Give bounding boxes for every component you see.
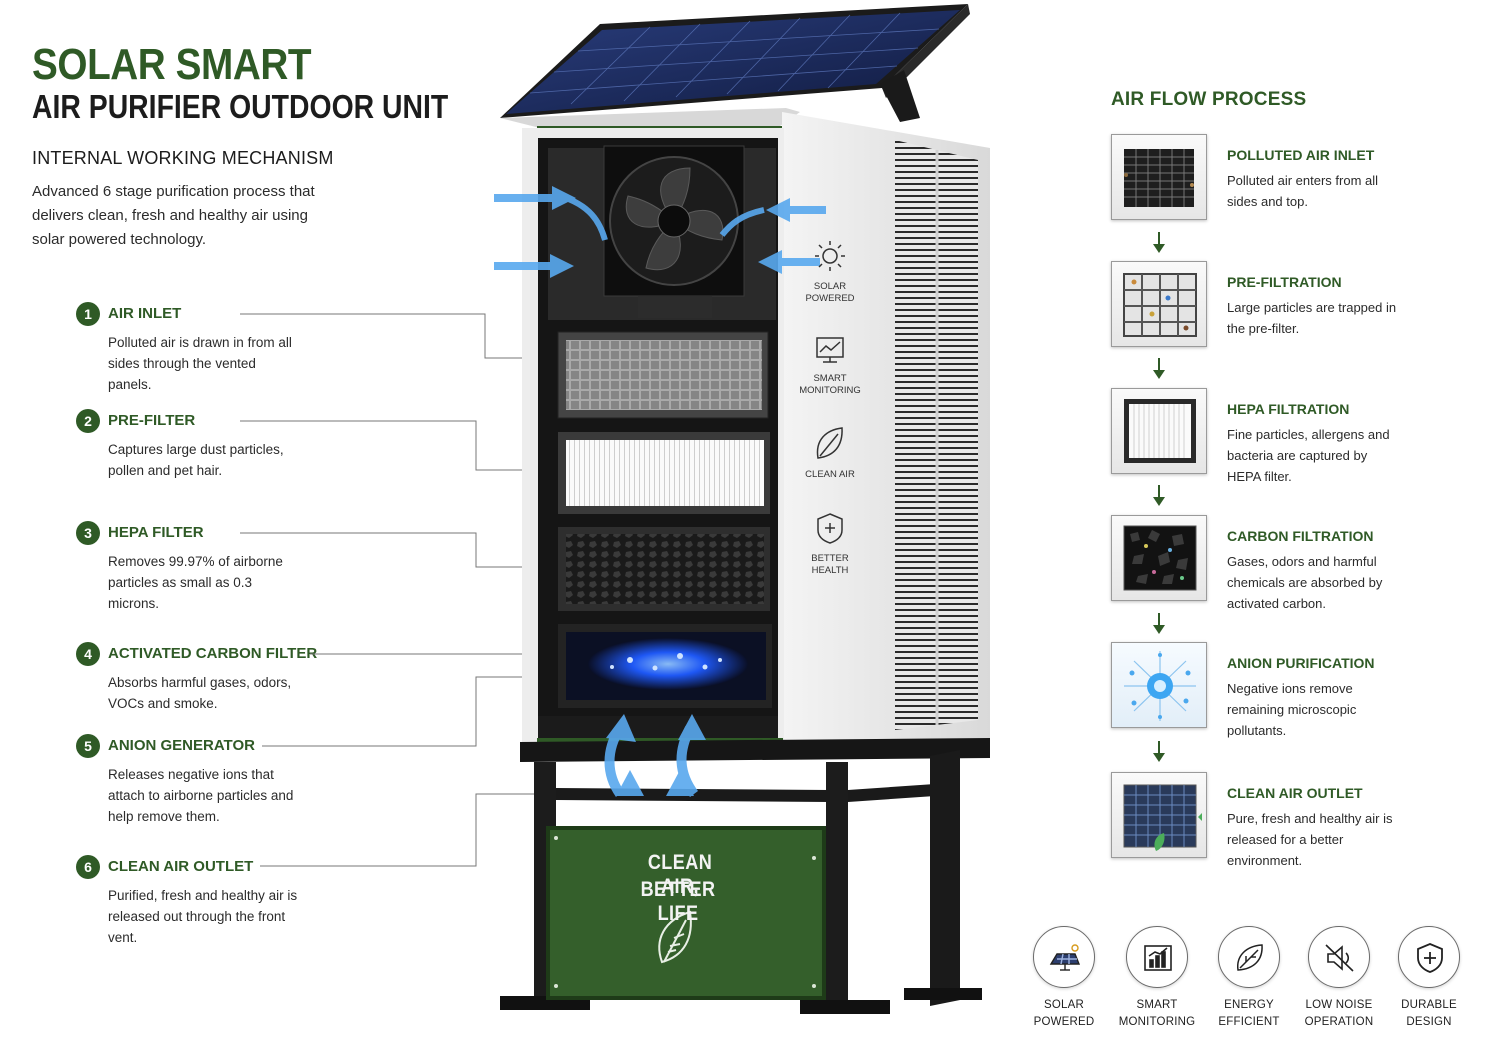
- stage-title: ACTIVATED CARBON FILTER: [108, 645, 318, 662]
- leader-line-outlet: [260, 793, 545, 867]
- flow-step-title: ANION PURIFICATION: [1227, 655, 1375, 671]
- airflow-arrows: [494, 186, 826, 797]
- feature-label-line-2: MONITORING: [1118, 1016, 1196, 1028]
- sun-icon: [815, 241, 845, 271]
- stage-description: Releases negative ions that attach to ai…: [108, 767, 294, 824]
- flow-step-pre-filtration: PRE-FILTRATION Large particles are trapp…: [1111, 261, 1411, 347]
- flow-down-arrow: [1153, 741, 1165, 762]
- hepa-filter-module: [558, 432, 770, 514]
- flow-step-description: Polluted air enters from all sides and t…: [1227, 173, 1379, 209]
- stage-number: 3: [76, 521, 100, 545]
- stage-title: ANION GENERATOR: [108, 737, 255, 754]
- feature-label-line-1: SOLAR: [1044, 999, 1084, 1011]
- stage-description: Purified, fresh and healthy air is relea…: [108, 888, 298, 945]
- hepa-pleats-thumbnail: [1111, 388, 1207, 474]
- stage-description: Absorbs harmful gases, odors, VOCs and s…: [108, 675, 292, 711]
- clean-outlet-thumbnail: [1111, 772, 1207, 858]
- stage-number: 2: [76, 409, 100, 433]
- page-title: SOLAR SMART: [32, 40, 312, 89]
- page-subtitle: AIR PURIFIER OUTDOOR UNIT: [32, 88, 449, 125]
- flow-step-title: CLEAN AIR OUTLET: [1227, 785, 1363, 801]
- sign-leaf-icon: [658, 910, 692, 964]
- stage-number: 1: [76, 302, 100, 326]
- solar-panel-icon: [1033, 926, 1095, 988]
- flow-heading: AIR FLOW PROCESS: [1111, 89, 1307, 110]
- feature-label-line-1: ENERGY: [1224, 999, 1274, 1011]
- flow-step-title: POLLUTED AIR INLET: [1227, 147, 1375, 163]
- feature-label-line-2: POWERED: [1033, 1016, 1095, 1028]
- leaf-icon: [816, 427, 843, 459]
- feature-label-line-1: LOW NOISE: [1305, 999, 1373, 1011]
- inlet-grille-thumbnail: [1111, 134, 1207, 220]
- stage-number: 5: [76, 734, 100, 758]
- stage-title: AIR INLET: [108, 305, 182, 322]
- mechanism-heading: INTERNAL WORKING MECHANISM: [32, 148, 334, 168]
- feature-label-line-1: SMART: [1136, 999, 1178, 1011]
- sign-line-1: CLEAN AIR,: [647, 851, 713, 898]
- shield-plus-icon: [1398, 926, 1460, 988]
- feature-label-line-2: EFFICIENT: [1218, 1016, 1280, 1028]
- leaf-icon: [1218, 926, 1280, 988]
- anion-generator-module: [558, 624, 772, 708]
- flow-step-description: Pure, fresh and healthy air is released …: [1227, 811, 1393, 868]
- flow-step-description: Fine particles, allergens and bacteria a…: [1227, 427, 1390, 484]
- flow-down-arrow: [1153, 358, 1165, 379]
- stage-title: PRE-FILTER: [108, 412, 196, 429]
- monitor-icon: [816, 337, 844, 363]
- flow-down-arrow: [1153, 485, 1165, 506]
- flow-step-title: CARBON FILTRATION: [1227, 528, 1374, 544]
- feature-label-line-2: OPERATION: [1304, 1016, 1374, 1028]
- stage-description: Removes 99.97% of airborne particles as …: [108, 554, 283, 611]
- flow-step-inlet: POLLUTED AIR INLET Polluted air enters f…: [1111, 134, 1411, 220]
- flow-step-title: PRE-FILTRATION: [1227, 274, 1342, 290]
- stage-title: HEPA FILTER: [108, 524, 204, 541]
- unit-side-panel: [782, 112, 990, 754]
- flow-step-anion: ANION PURIFICATION Negative ions remove …: [1111, 642, 1411, 738]
- flow-step-carbon: CARBON FILTRATION Gases, odors and harmf…: [1111, 515, 1411, 611]
- intro-text: Advanced 6 stage purification process th…: [32, 183, 315, 248]
- flow-step-title: HEPA FILTRATION: [1227, 401, 1350, 417]
- flow-step-description: Negative ions remove remaining microscop…: [1227, 681, 1357, 738]
- side-label-clean-air: CLEAN AIR: [805, 469, 855, 480]
- solar-panel: [500, 4, 970, 122]
- stage-description: Polluted air is drawn in from all sides …: [108, 335, 292, 392]
- feature-label-line-2: DESIGN: [1406, 1016, 1452, 1028]
- stage-title: CLEAN AIR OUTLET: [108, 858, 254, 875]
- bar-chart-icon: [1126, 926, 1188, 988]
- stage-number: 4: [76, 642, 100, 666]
- flow-down-arrow: [1153, 613, 1165, 634]
- stage-description: Captures large dust particles, pollen an…: [108, 442, 284, 478]
- shield-icon: [817, 513, 843, 544]
- flow-step-description: Gases, odors and harmful chemicals are a…: [1227, 554, 1383, 611]
- flow-step-description: Large particles are trapped in the pre-f…: [1227, 300, 1397, 336]
- side-icons: [815, 241, 845, 544]
- anion-burst-thumbnail: [1111, 642, 1207, 728]
- pre-filter-module: [557, 331, 769, 419]
- sign-line-2: BETTER LIFE: [640, 878, 716, 925]
- stage-number: 6: [76, 855, 100, 879]
- flow-step-clean-air-outlet: CLEAN AIR OUTLET Pure, fresh and healthy…: [1111, 772, 1411, 868]
- pre-filter-mesh-thumbnail: [1111, 261, 1207, 347]
- unit-stand: [500, 738, 990, 1014]
- mute-icon: [1308, 926, 1370, 988]
- flow-step-hepa: HEPA FILTRATION Fine particles, allergen…: [1111, 388, 1411, 484]
- clean-air-sign: [546, 826, 826, 1000]
- carbon-filter-module: [558, 527, 770, 611]
- feature-label-line-1: DURABLE: [1401, 999, 1457, 1011]
- carbon-granules-thumbnail: [1111, 515, 1207, 601]
- flow-down-arrow: [1153, 232, 1165, 253]
- fan-module: [548, 145, 776, 320]
